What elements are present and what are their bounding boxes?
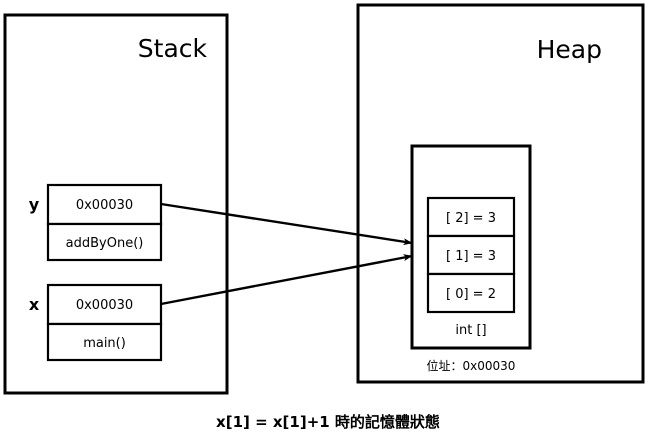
frame-name-text-x: main() xyxy=(83,336,126,351)
array-cell-box-2 xyxy=(426,196,516,238)
heap-object-type-label: int [] xyxy=(455,323,486,338)
variable-label-x: x xyxy=(29,295,40,314)
stack-frame-y: y 0x00030 addByOne() xyxy=(29,183,163,262)
heap-region: Heap [ 2] = 3 [ 1] = 3 [ 0] = 2 int [] xyxy=(356,3,645,384)
array-cell-text-0: [ 0] = 2 xyxy=(446,287,496,302)
diagram-caption: x[1] = x[1]+1 時的記憶體狀態 xyxy=(216,413,440,431)
array-cell-text-1: [ 1] = 3 xyxy=(446,249,496,264)
array-cell-box-0 xyxy=(426,272,516,314)
pointer-arrow-y-to-array xyxy=(160,202,413,246)
stack-frame-x: x 0x00030 main() xyxy=(29,283,163,362)
heap-region-title: Heap xyxy=(537,35,602,64)
frame-name-text-y: addByOne() xyxy=(66,236,144,251)
frame-value-text-x: 0x00030 xyxy=(76,298,133,313)
variable-label-y: y xyxy=(29,195,40,214)
array-cells: [ 2] = 3 [ 1] = 3 [ 0] = 2 xyxy=(426,196,516,314)
stack-region-title: Stack xyxy=(138,34,208,63)
array-cell-text-2: [ 2] = 3 xyxy=(446,211,496,226)
pointer-arrow-x-to-array xyxy=(160,254,413,306)
frame-value-box-x xyxy=(46,283,163,326)
frame-value-text-y: 0x00030 xyxy=(76,198,133,213)
frame-name-box-y xyxy=(46,222,163,262)
frame-name-box-x xyxy=(46,322,163,362)
stack-region: Stack y 0x00030 addByOne() x 0x00030 mai… xyxy=(3,13,229,395)
heap-address-label: 位址：0x00030 xyxy=(427,358,516,373)
